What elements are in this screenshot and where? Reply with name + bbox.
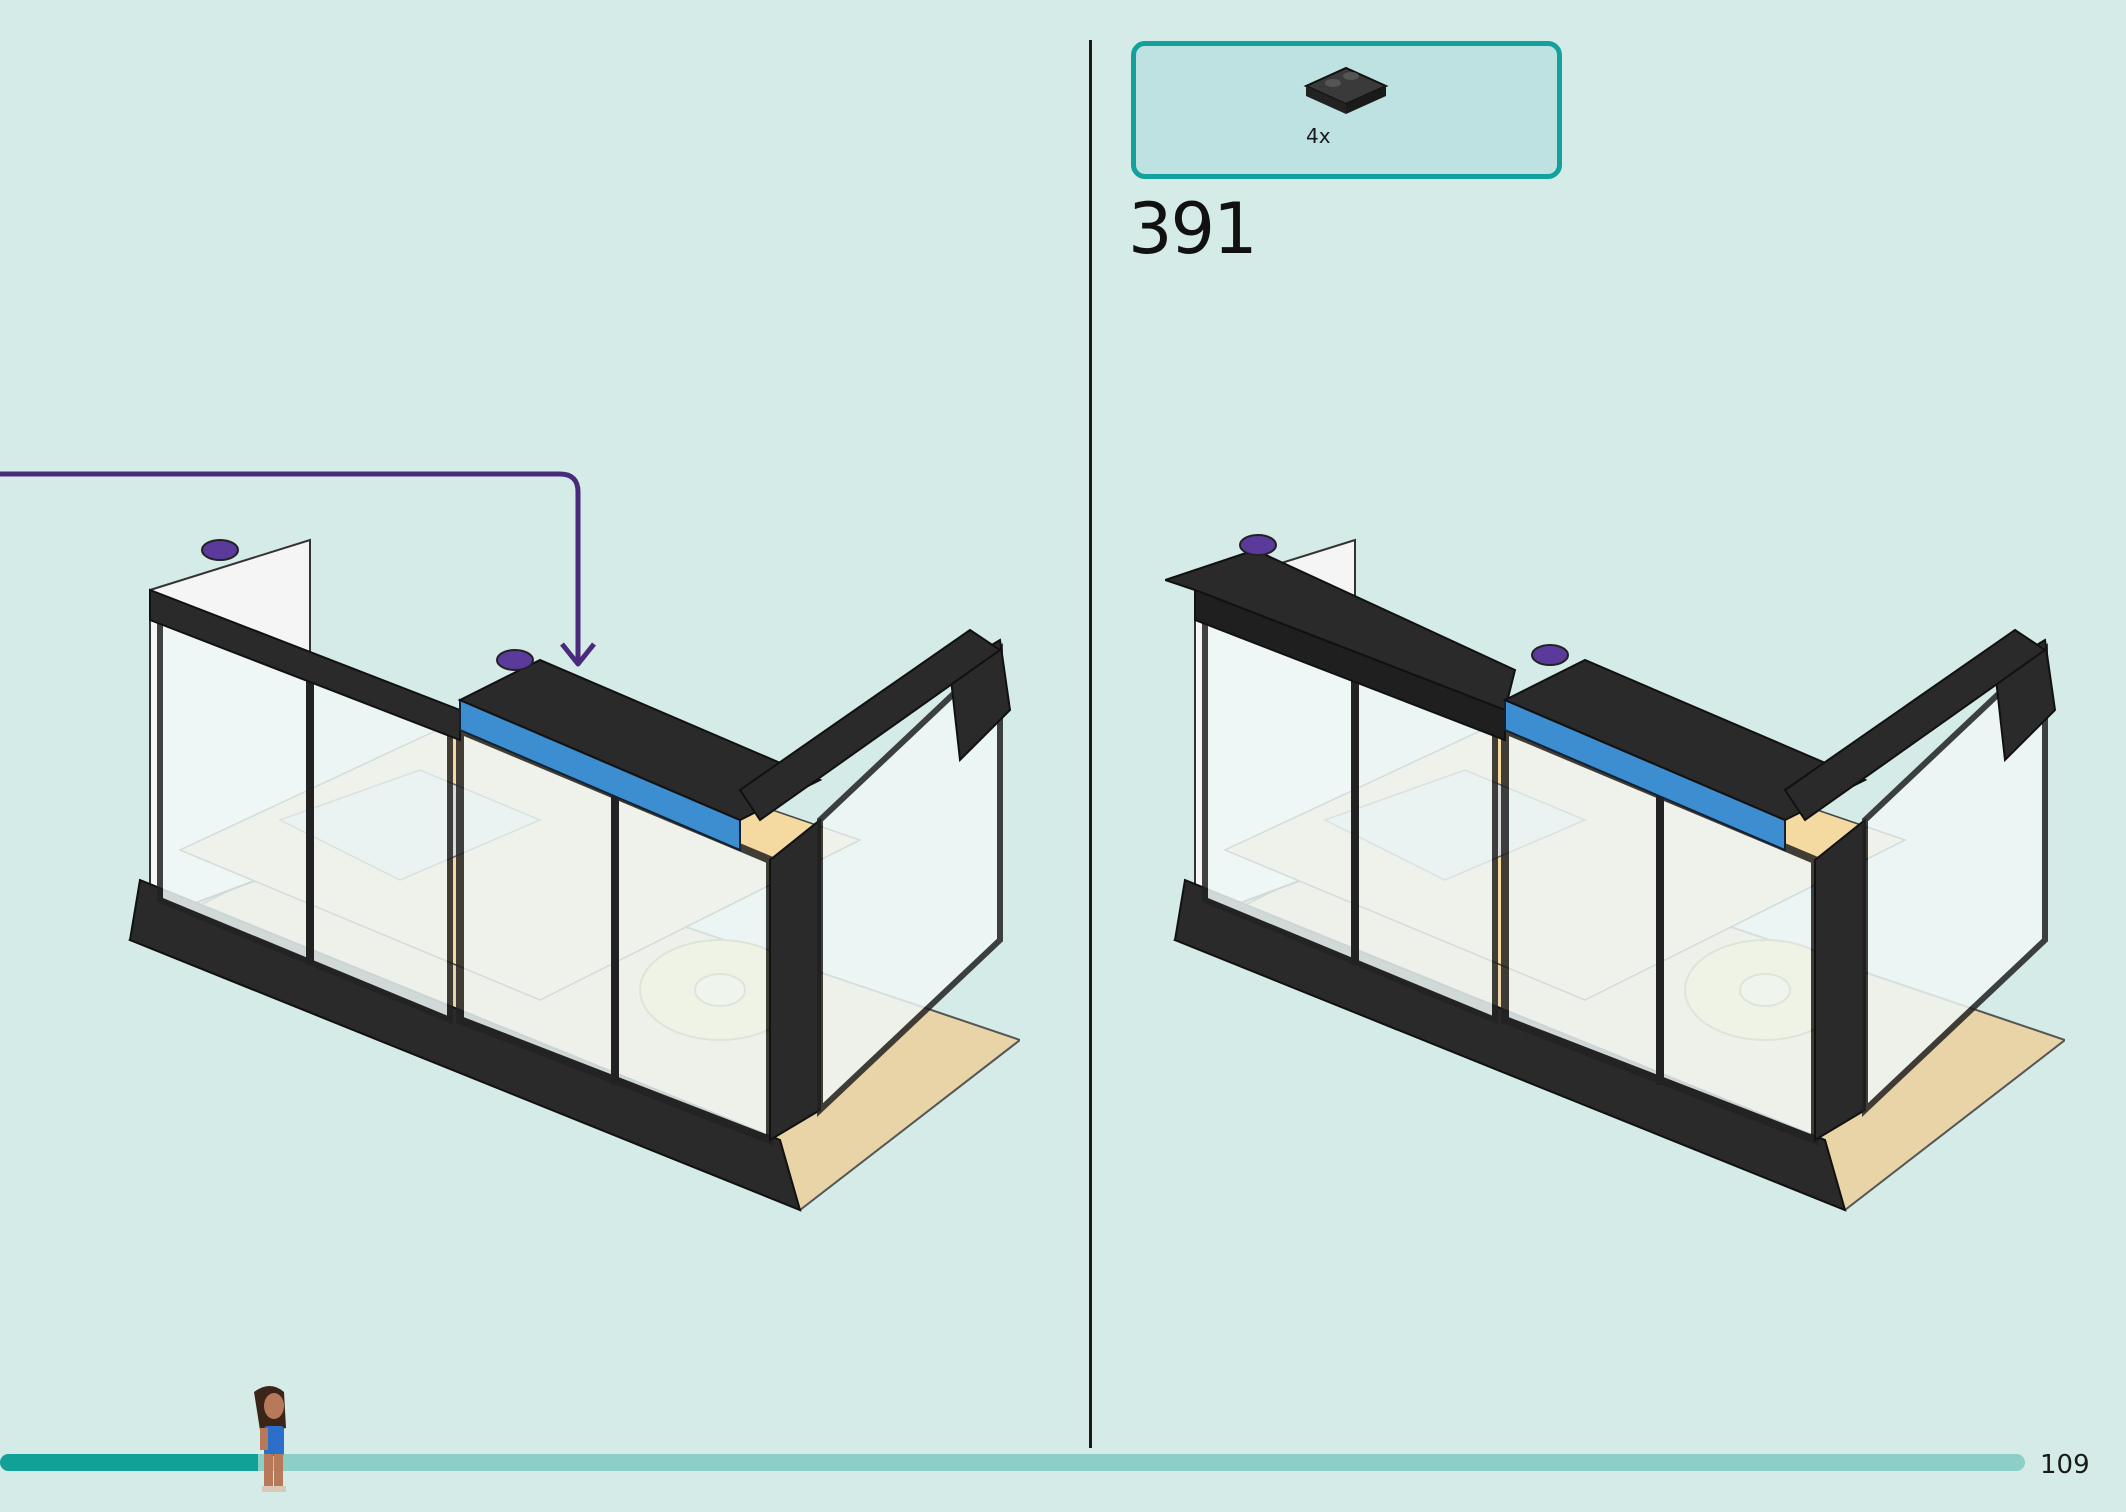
progress-fill bbox=[0, 1454, 259, 1471]
build-model-after bbox=[1165, 534, 2065, 1212]
minifigure-icon bbox=[254, 1386, 286, 1492]
build-model-before bbox=[127, 538, 1020, 1212]
progress-bar bbox=[0, 1454, 2025, 1471]
step-number: 391 bbox=[1128, 188, 1258, 270]
page-number: 109 bbox=[2040, 1450, 2090, 1480]
parts-callout: 4x bbox=[1131, 41, 1562, 179]
assembly-arrow bbox=[0, 471, 596, 667]
parts-quantity: 4x bbox=[1306, 124, 1331, 148]
tile-part-icon bbox=[1303, 66, 1389, 114]
page-divider bbox=[1089, 40, 1092, 1448]
